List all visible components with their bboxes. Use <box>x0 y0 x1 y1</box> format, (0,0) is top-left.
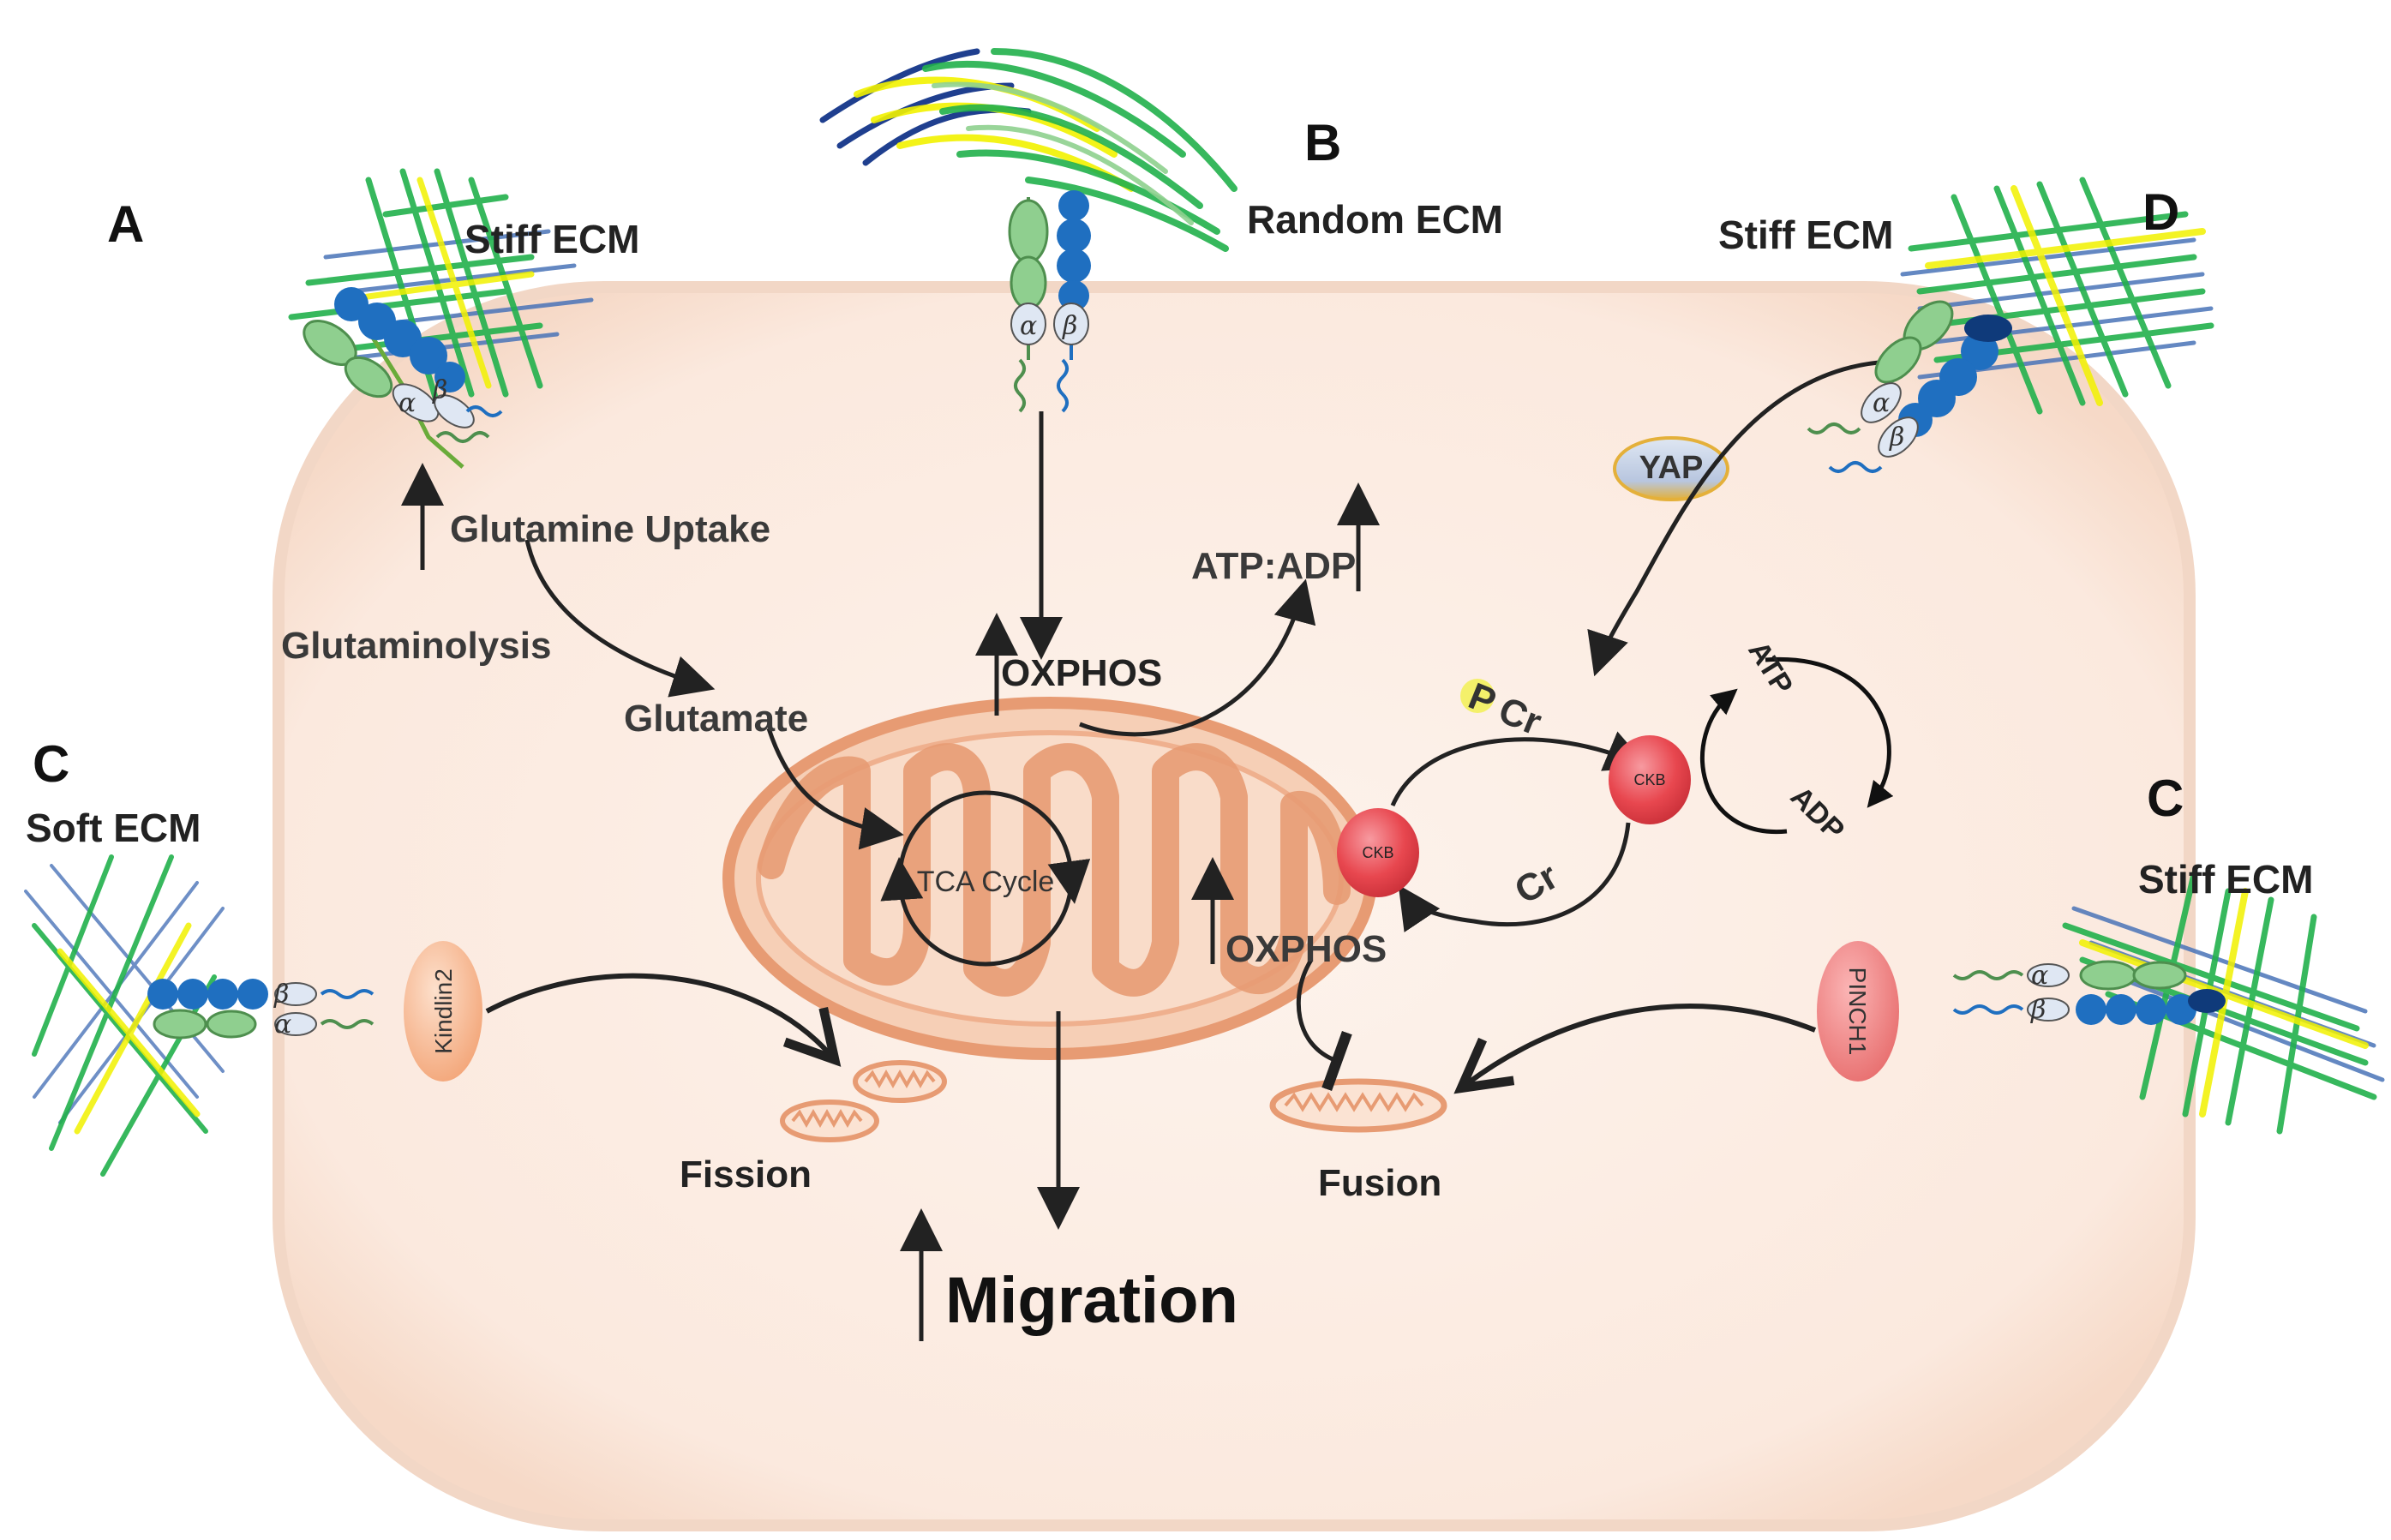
fission-mito-1 <box>853 1060 947 1103</box>
glutamine-to-glutamate-arrow <box>524 539 716 698</box>
glutamine-uptake-label: Glutamine Uptake <box>450 508 770 550</box>
ecm-label-stiff-d: Stiff ECM <box>1718 213 1893 257</box>
ecm-label-random-b: Random ECM <box>1247 197 1503 242</box>
integrin-a: α β <box>303 287 503 469</box>
mitochondrion-cristae <box>758 743 1351 997</box>
panel-label-c-left: C <box>33 735 69 793</box>
stiff-ecm-d-to-ckb-arrow <box>1587 359 1891 677</box>
oxphos-bottom-label: OXPHOS <box>1225 928 1387 970</box>
labels: A B D C C Stiff ECM Random ECM Stiff ECM… <box>26 114 2313 1337</box>
ckb-right-enzyme <box>1609 735 1691 824</box>
ecm-b-random-patch <box>819 48 1237 252</box>
fission-mito-2 <box>780 1100 879 1142</box>
glutaminolysis-label: Glutaminolysis <box>281 625 551 667</box>
svg-text:β: β <box>2030 995 2046 1025</box>
panel-label-c-right: C <box>2147 770 2184 827</box>
oxphos-inhibits-fusion <box>1296 958 1352 1092</box>
tca-arrow-right <box>1047 859 1091 904</box>
ecm-label-stiff-c: Stiff ECM <box>2138 857 2313 902</box>
panel-label-a: A <box>107 195 144 253</box>
svg-text:α: α <box>1873 388 1890 418</box>
ecm-c-soft-patch <box>24 854 225 1177</box>
kindlin2-protein: Kindlin2 <box>404 941 482 1082</box>
yap-label: YAP <box>1639 450 1704 486</box>
phosphate-highlight <box>1460 679 1495 713</box>
atp-adp-arc-left <box>1700 688 1788 834</box>
ckb-left-label: CKB <box>1362 844 1393 861</box>
integrin-d: α β <box>1807 300 2012 473</box>
ecm-a-stiff-patch <box>288 168 594 406</box>
central-mitochondrion: TCA Cycle <box>722 697 1377 1060</box>
svg-text:β: β <box>1889 422 1904 452</box>
kindlin2-label: Kindlin2 <box>430 968 457 1054</box>
pathway-arrows <box>401 359 1891 1341</box>
oxphos-top-label: OXPHOS <box>1001 652 1162 694</box>
fission-mitochondria <box>780 1060 947 1142</box>
kindlin2-to-fission-arrow <box>485 973 842 1067</box>
ecm-label-soft-c: Soft ECM <box>26 806 201 850</box>
pinch1-label: PINCH1 <box>1844 968 1871 1056</box>
svg-text:α: α <box>1020 311 1037 341</box>
ecm-label-stiff-a: Stiff ECM <box>464 217 639 261</box>
svg-text:α: α <box>2031 961 2048 991</box>
pinch1-protein: PINCH1 <box>1817 941 1899 1082</box>
glutamate-to-tca-arrow <box>766 728 904 850</box>
fusion-mitochondrion <box>1269 1078 1447 1133</box>
svg-text:α: α <box>398 388 416 418</box>
integrin-b: α β <box>1008 190 1091 413</box>
ckb-right-label: CKB <box>1633 771 1665 788</box>
svg-text:β: β <box>1062 311 1077 341</box>
fission-label: Fission <box>680 1154 812 1195</box>
ecm-a-fibers <box>288 168 594 406</box>
glutamate-label: Glutamate <box>624 698 808 740</box>
cr-arc-bottom <box>1398 822 1631 932</box>
tca-cycle-label: TCA Cycle <box>917 866 1055 898</box>
svg-text:β: β <box>273 980 289 1010</box>
atp-adp-ratio-label: ATP:ADP <box>1191 545 1356 587</box>
integrin-c-right: α β <box>1952 960 2226 1025</box>
panel-label-b: B <box>1304 114 1341 171</box>
panel-label-d: D <box>2142 183 2179 241</box>
svg-text:α: α <box>274 1010 291 1040</box>
atp-adp-arc-right <box>1765 656 1894 808</box>
fusion-label: Fusion <box>1318 1162 1441 1204</box>
pcr-arc-top <box>1390 731 1649 807</box>
integrin-c-left: β α <box>147 979 375 1040</box>
svg-text:β: β <box>432 375 447 405</box>
oxphos-to-atp-arrow <box>1079 578 1316 737</box>
pinch1-to-fusion-arrow <box>1453 1004 1817 1094</box>
migration-label: Migration <box>945 1264 1238 1337</box>
tca-arrow-left <box>880 857 924 902</box>
ckb-left-enzyme <box>1337 808 1419 897</box>
